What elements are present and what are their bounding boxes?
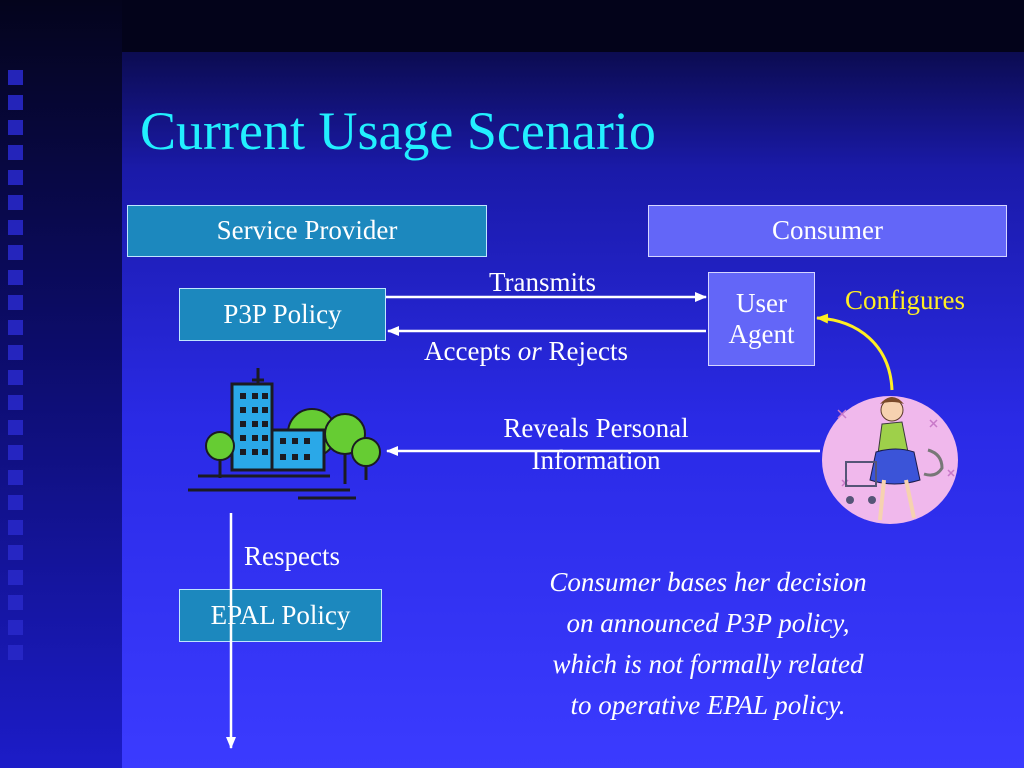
or-text: or <box>517 336 542 366</box>
user-agent-box: User Agent <box>708 272 815 366</box>
p3p-policy-label: P3P Policy <box>223 298 342 329</box>
respects-label: Respects <box>244 541 340 571</box>
transmits-label: Transmits <box>489 267 597 297</box>
service-provider-label: Service Provider <box>216 215 398 246</box>
sidebar-decoration <box>0 0 122 768</box>
epal-policy-label: EPAL Policy <box>210 599 351 630</box>
consumer-label: Consumer <box>772 215 883 246</box>
reveals-line1: Reveals Personal <box>503 413 689 443</box>
epal-policy-box: EPAL Policy <box>179 589 382 642</box>
configures-arrow <box>816 313 894 391</box>
note-line4: to operative EPAL policy. <box>570 690 846 720</box>
building-clipart <box>188 368 381 500</box>
rejects-text: Rejects <box>541 336 628 366</box>
p3p-policy-box: P3P Policy <box>179 288 386 341</box>
user-agent-label-line2: Agent <box>728 319 795 349</box>
accepts-text: Accepts <box>424 336 518 366</box>
accepts-rejects-label: Accepts or Rejects <box>424 335 628 367</box>
consumer-box: Consumer <box>648 205 1007 257</box>
note-line1: Consumer bases her decision <box>549 567 867 597</box>
user-agent-label-line1: User <box>736 287 787 318</box>
sidebar-squares <box>8 70 32 670</box>
service-provider-box: Service Provider <box>127 205 487 257</box>
top-band <box>122 0 1024 52</box>
configures-label: Configures <box>845 285 965 315</box>
note-line3: which is not formally related <box>552 649 864 679</box>
slide-title: Current Usage Scenario <box>140 101 656 161</box>
note-line2: on announced P3P policy, <box>566 608 850 638</box>
shopper-woman-clipart <box>822 396 958 524</box>
explanatory-note: Consumer bases her decision on announced… <box>486 562 930 726</box>
